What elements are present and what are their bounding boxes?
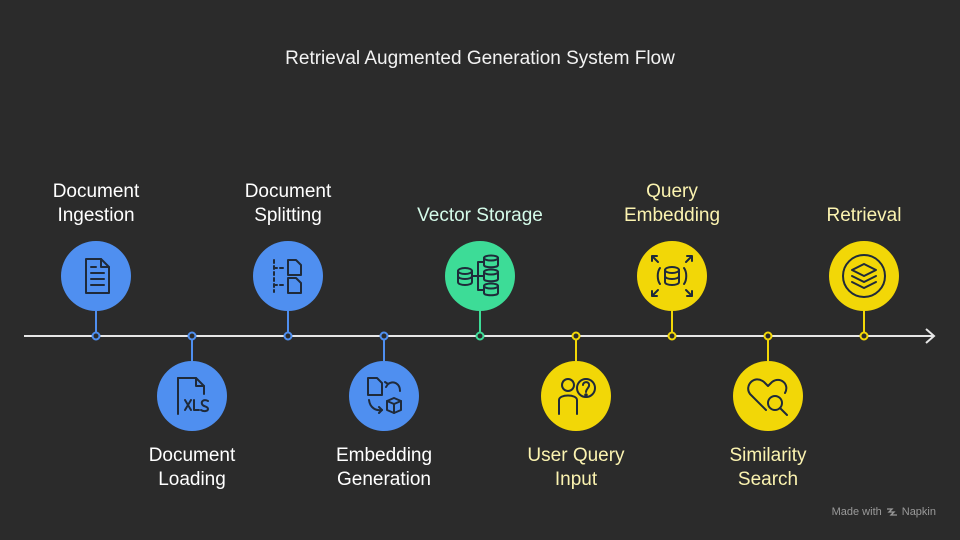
document-to-cube-icon — [367, 377, 402, 414]
node-document-loading — [157, 361, 227, 431]
layers-icon — [842, 254, 886, 298]
step-label-line1: Document — [148, 445, 236, 466]
step-label-line2: Generation — [336, 469, 431, 490]
node-document-ingestion — [61, 241, 131, 311]
step-label-line2: Loading — [158, 469, 226, 490]
axis-marker-document-ingestion — [91, 331, 101, 341]
watermark-prefix: Made with — [831, 506, 882, 518]
watermark: Made with Napkin — [832, 506, 936, 518]
node-query-embedding — [637, 241, 707, 311]
step-label-line2: Embedding — [623, 205, 721, 226]
axis-marker-similarity-search — [763, 331, 773, 341]
step-label-line1 — [405, 180, 555, 204]
database-expand-icon — [651, 255, 693, 297]
axis-marker-retrieval — [859, 331, 869, 341]
step-label-vector-storage: Vector Storage — [405, 180, 555, 228]
axis-marker-user-query-input — [571, 331, 581, 341]
step-label-line2: Search — [737, 469, 799, 490]
step-label-line1: User Query — [527, 445, 625, 466]
step-label-line2: Ingestion — [57, 205, 135, 226]
step-label-line1 — [789, 180, 939, 204]
database-network-icon — [457, 254, 499, 297]
page-title: Retrieval Augmented Generation System Fl… — [285, 48, 675, 69]
step-label-line2: Splitting — [254, 205, 322, 226]
step-label-line1: Query — [646, 181, 698, 202]
step-label-line1: Embedding — [335, 445, 433, 466]
node-embedding-generation — [349, 361, 419, 431]
axis-marker-query-embedding — [667, 331, 677, 341]
heart-search-icon — [747, 378, 788, 416]
node-user-query-input — [541, 361, 611, 431]
node-similarity-search — [733, 361, 803, 431]
axis-marker-document-splitting — [283, 331, 293, 341]
xls-file-icon — [177, 377, 209, 415]
timeline-arrow-head — [925, 328, 936, 344]
step-label-retrieval: Retrieval — [789, 180, 939, 228]
axis-marker-document-loading — [187, 331, 197, 341]
document-icon — [85, 258, 110, 294]
watermark-brand: Napkin — [901, 506, 936, 518]
step-label-line2: Input — [554, 469, 598, 490]
napkin-logo-icon — [886, 508, 897, 516]
user-question-icon — [558, 378, 596, 415]
axis-marker-vector-storage — [475, 331, 485, 341]
step-label-line1: Document — [52, 181, 140, 202]
step-label-line1: Document — [244, 181, 332, 202]
step-label-line2: Retrieval — [826, 205, 902, 226]
axis-marker-embedding-generation — [379, 331, 389, 341]
step-label-line2: Vector Storage — [417, 205, 543, 226]
step-label-line1: Similarity — [729, 445, 807, 466]
split-documents-icon — [273, 259, 302, 294]
